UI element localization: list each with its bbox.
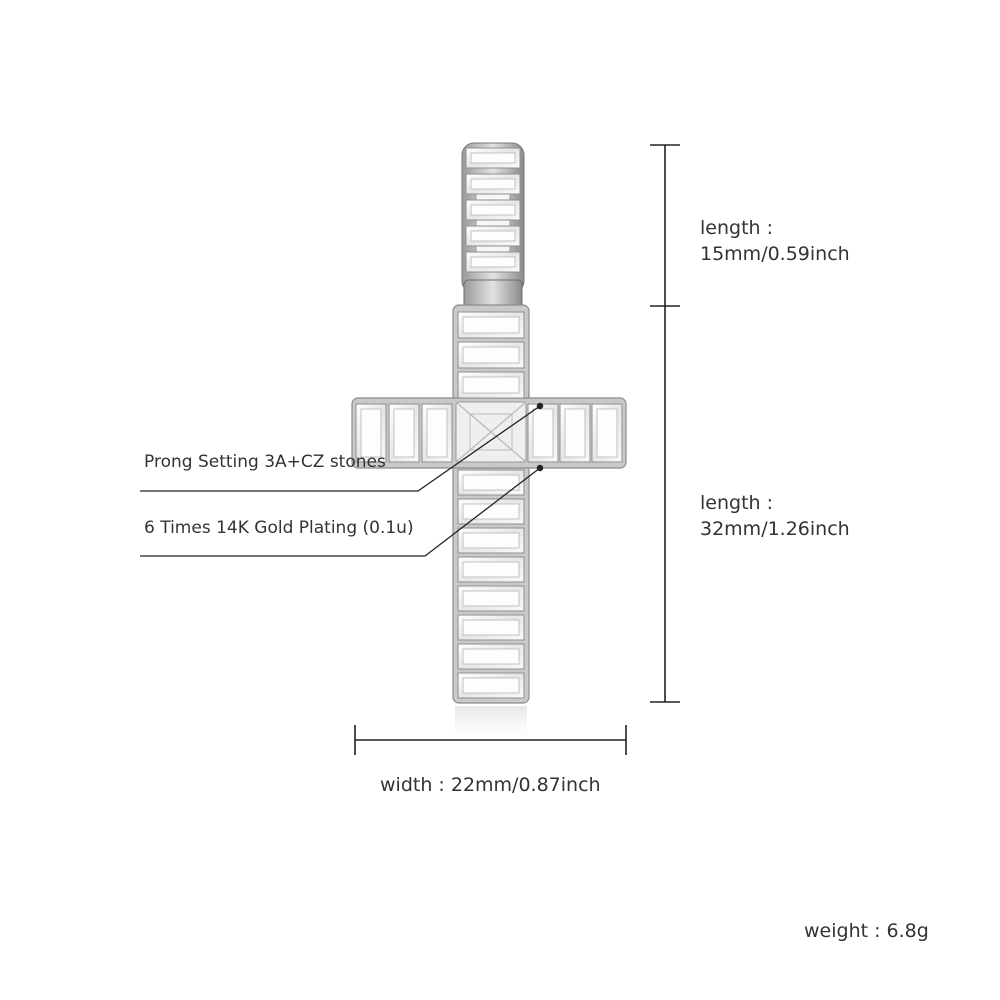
baguette-stone bbox=[457, 643, 525, 670]
weight-label: weight : 6.8g bbox=[804, 920, 929, 942]
baguette-stone bbox=[355, 403, 387, 463]
baguette-stone bbox=[421, 403, 453, 463]
baguette-stone bbox=[457, 371, 525, 399]
body-length-label: length : bbox=[700, 492, 774, 514]
baguette-stone bbox=[457, 556, 525, 583]
callout-gold-plating: 6 Times 14K Gold Plating (0.1u) bbox=[144, 518, 414, 538]
bail-length-label: length : bbox=[700, 217, 774, 239]
baguette-stone bbox=[457, 672, 525, 699]
baguette-stone bbox=[591, 403, 623, 463]
width-dimension-line bbox=[354, 725, 627, 755]
bail-length-value: 15mm/0.59inch bbox=[700, 243, 850, 265]
baguette-stone bbox=[457, 311, 525, 339]
cross-stones bbox=[355, 311, 623, 699]
baguette-stone bbox=[465, 173, 521, 195]
baguette-stone bbox=[457, 498, 525, 525]
cross-body bbox=[351, 304, 627, 704]
baguette-stone bbox=[465, 251, 521, 273]
baguette-stone bbox=[388, 403, 420, 463]
baguette-stone bbox=[457, 585, 525, 612]
callout-leader-prong bbox=[140, 402, 544, 492]
callout-prong-setting: Prong Setting 3A+CZ stones bbox=[144, 452, 386, 472]
baguette-stone bbox=[465, 147, 521, 169]
body-length-dimension-line bbox=[650, 306, 680, 703]
body-length-value: 32mm/1.26inch bbox=[700, 518, 850, 540]
center-stone bbox=[455, 401, 527, 463]
baguette-stone bbox=[457, 469, 525, 496]
baguette-stone bbox=[465, 199, 521, 221]
baguette-stone bbox=[457, 341, 525, 369]
baguette-stone bbox=[457, 614, 525, 641]
width-label: width : 22mm/0.87inch bbox=[380, 774, 601, 796]
bail-length-dimension-line bbox=[650, 144, 680, 307]
baguette-stone bbox=[457, 527, 525, 554]
baguette-stone bbox=[527, 403, 559, 463]
callout-leader-plating bbox=[140, 464, 544, 557]
bail-stones bbox=[465, 147, 521, 273]
baguette-stone bbox=[465, 225, 521, 247]
baguette-stone bbox=[559, 403, 591, 463]
bail-loop bbox=[461, 142, 525, 294]
pendant-reflection bbox=[455, 706, 527, 748]
